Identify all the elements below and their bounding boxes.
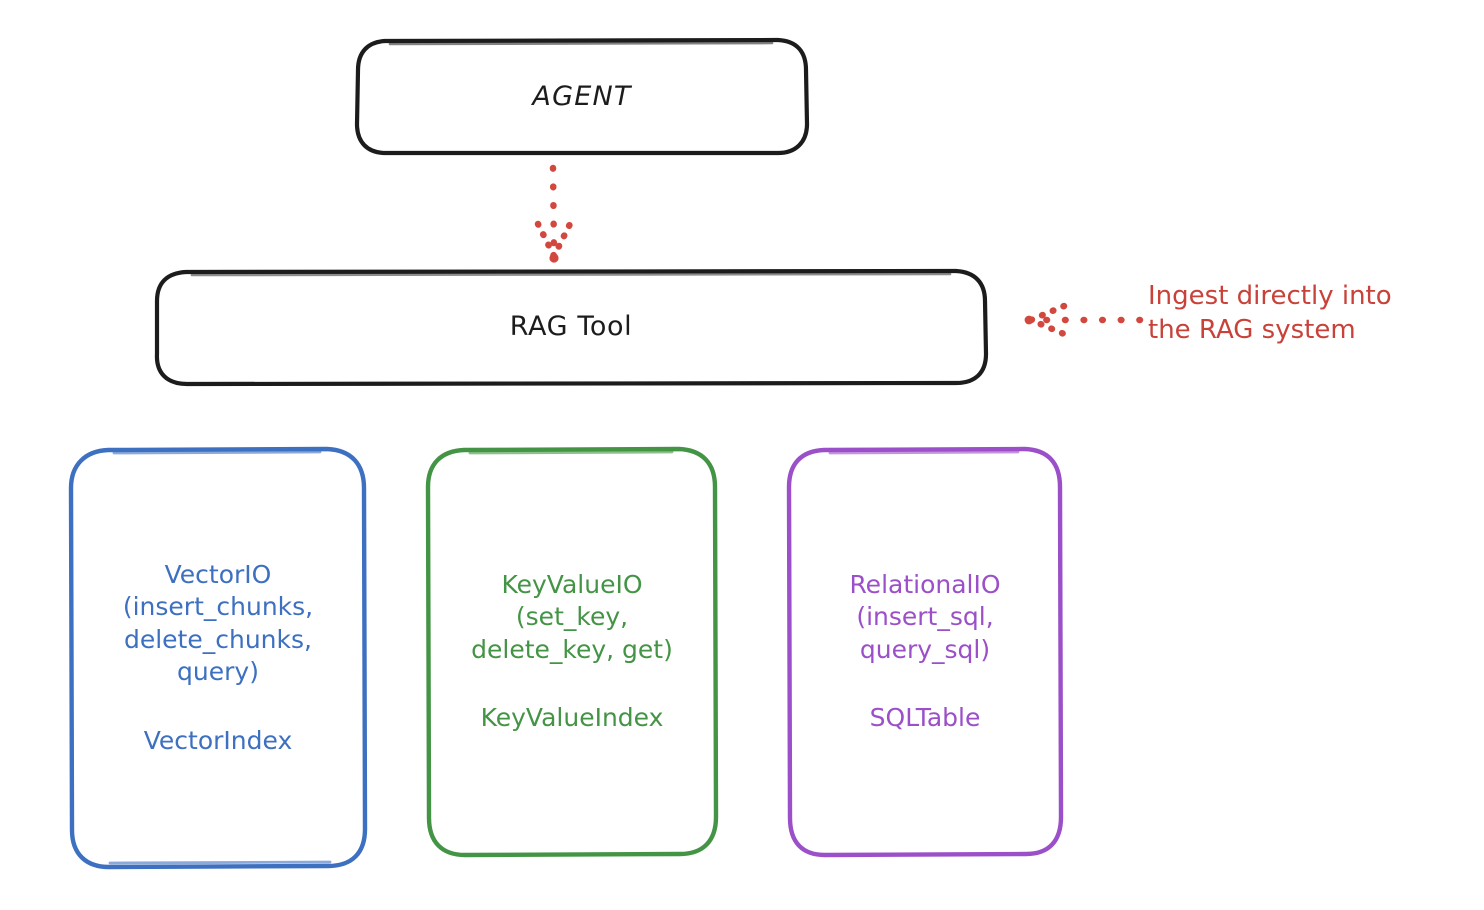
agent-to-rag-tool-connector [534, 164, 574, 264]
key-value-io-type-label: KeyValueIndex [480, 703, 664, 732]
relational-io-api-label: RelationalIO (insert_sql, query_sql) [849, 569, 1001, 664]
node-agent[interactable]: AGENT [357, 40, 807, 154]
ingest-annotation-connector [1022, 302, 1144, 338]
key-value-io-box-outline [425, 446, 719, 858]
key-value-io-api-label: KeyValueIO (set_key, delete_key, get) [471, 569, 673, 664]
agent-label: AGENT [532, 80, 632, 112]
relational-io-box-outline [786, 446, 1064, 858]
rag-tool-box-outline [154, 268, 989, 387]
vector-io-type-label: VectorIndex [143, 725, 293, 755]
rag-tool-label: RAG Tool [509, 311, 633, 343]
node-key-value-io[interactable]: KeyValueIO (set_key, delete_key, get) Ke… [428, 448, 716, 855]
relational-io-type-label: SQLTable [869, 703, 981, 732]
node-rag-tool[interactable]: RAG Tool [156, 271, 986, 384]
ingest-annotation-text: Ingest directly into the RAG system [1148, 281, 1392, 345]
vector-io-api-label: VectorIO (insert_chunks, delete_chunks, … [122, 559, 314, 687]
vector-io-box-outline [68, 446, 368, 870]
node-vector-io[interactable]: VectorIO (insert_chunks, delete_chunks, … [70, 448, 366, 868]
node-relational-io[interactable]: RelationalIO (insert_sql, query_sql) SQL… [789, 448, 1061, 855]
agent-box-outline [354, 37, 810, 156]
